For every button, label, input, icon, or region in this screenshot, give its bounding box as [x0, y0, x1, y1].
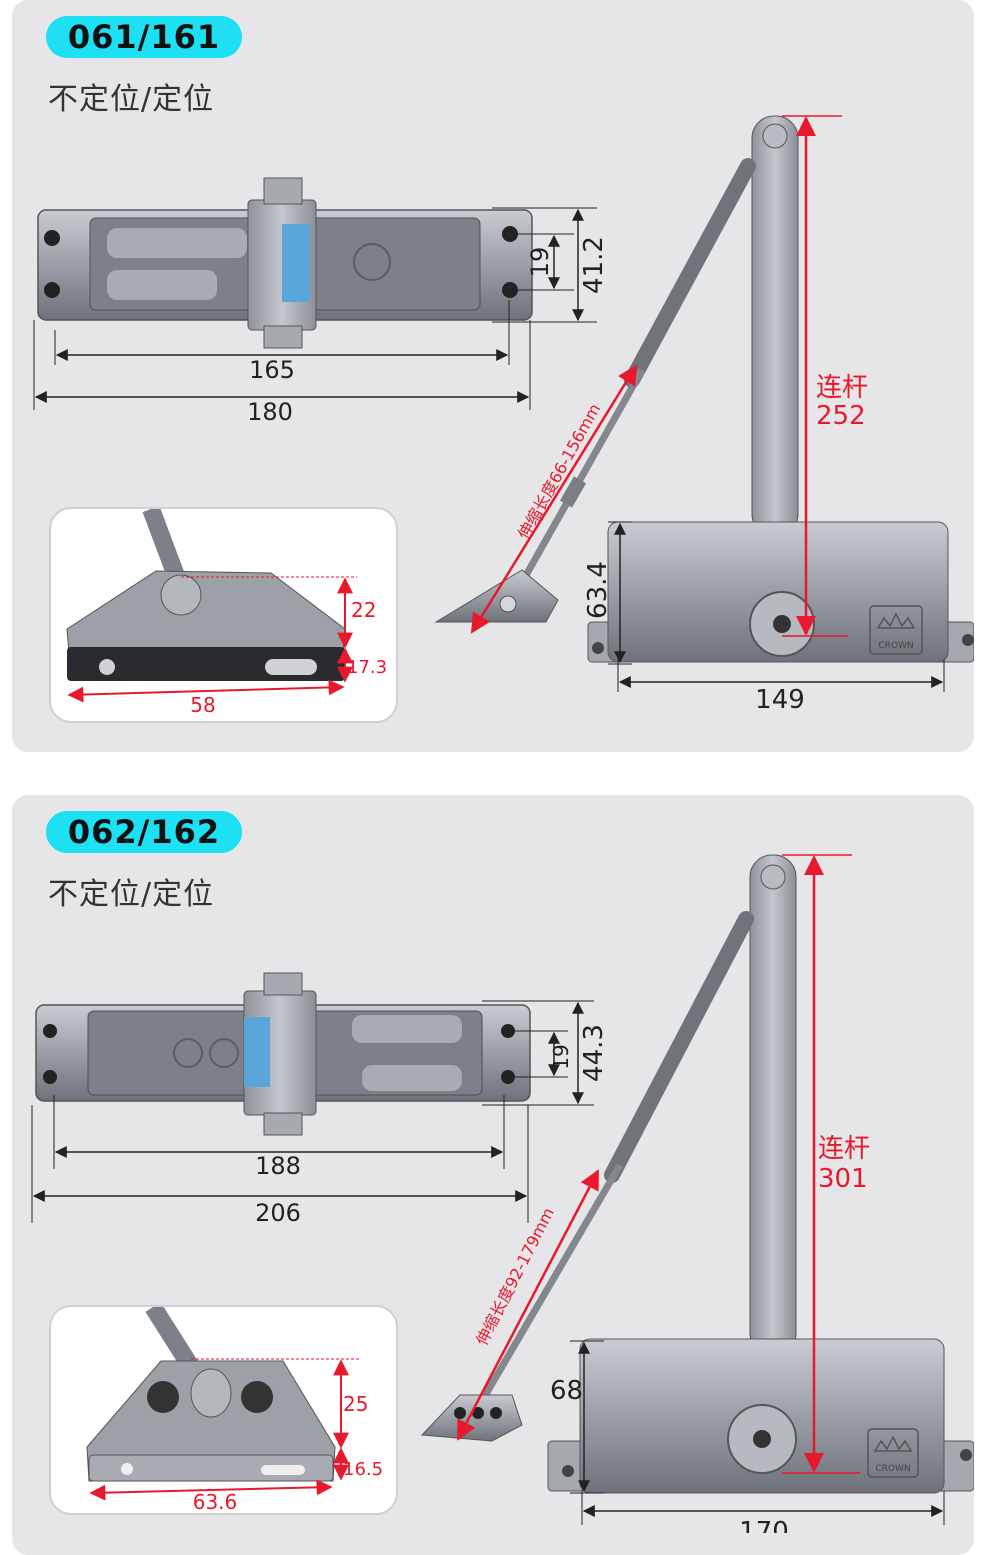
- product-panel-061: 061/161 不定位/定位: [12, 0, 974, 752]
- bracket-detail-inset: 22 17.3 58: [49, 507, 398, 723]
- bracket-thickness: 17.3: [347, 657, 387, 678]
- product-drawing: 19 44.3 188 206: [31, 854, 974, 1533]
- rod-length: 252: [816, 401, 866, 431]
- model-badge: 062/162: [46, 811, 242, 853]
- dim-body-height: 68: [550, 1376, 583, 1406]
- top-view-dimensions: 19 44.3 188 206: [31, 1000, 609, 1227]
- dim-hole-spacing: 188: [255, 1152, 301, 1180]
- dim-hole-spacing: 165: [249, 356, 295, 384]
- dim-height: 44.3: [579, 1024, 609, 1082]
- rod-label: 连杆: [816, 373, 868, 403]
- brand-logo-text: CROWN: [875, 1464, 910, 1474]
- top-view-closer: [37, 177, 533, 349]
- top-view-dimensions: 19 41.2 165 180: [33, 207, 609, 426]
- bracket-thickness: 16.5: [343, 1459, 383, 1480]
- dim-total-length: 206: [255, 1199, 301, 1227]
- bracket-drawing: 22 17.3 58: [66, 509, 387, 717]
- dim-height: 41.2: [579, 236, 609, 294]
- dim-body-width: 149: [755, 685, 805, 715]
- dim-19: 19: [526, 247, 554, 278]
- product-panel-062: 062/162 不定位/定位: [12, 795, 974, 1555]
- dim-body-width: 170: [739, 1517, 789, 1533]
- bracket-width: 63.6: [193, 1490, 238, 1513]
- side-view-closer: CROWN: [420, 854, 974, 1494]
- top-view-closer: [35, 972, 531, 1136]
- bracket-drawing: 25 16.5 63.6: [86, 1307, 383, 1513]
- bracket-height: 25: [343, 1392, 368, 1416]
- rod-length: 301: [818, 1164, 868, 1194]
- bracket-detail-inset: 25 16.5 63.6: [49, 1305, 398, 1515]
- dim-body-height: 63.4: [583, 561, 613, 619]
- model-badge: 061/161: [46, 16, 242, 58]
- crown-icon: [873, 1435, 913, 1452]
- positioning-subtitle: 不定位/定位: [48, 82, 215, 117]
- bracket-width: 58: [190, 693, 215, 717]
- side-view-closer: CROWN: [434, 115, 974, 663]
- product-drawing: 19 41.2 165 180: [33, 115, 974, 715]
- rod-label: 连杆: [818, 1134, 870, 1164]
- crown-icon: [876, 612, 916, 629]
- brand-logo-text: CROWN: [878, 641, 913, 651]
- dim-19: 19: [549, 1044, 573, 1069]
- stretch-length: 伸缩长度92-179mm: [472, 1205, 558, 1349]
- bracket-height: 22: [351, 598, 376, 622]
- positioning-subtitle: 不定位/定位: [48, 877, 215, 912]
- dim-total-length: 180: [247, 398, 293, 426]
